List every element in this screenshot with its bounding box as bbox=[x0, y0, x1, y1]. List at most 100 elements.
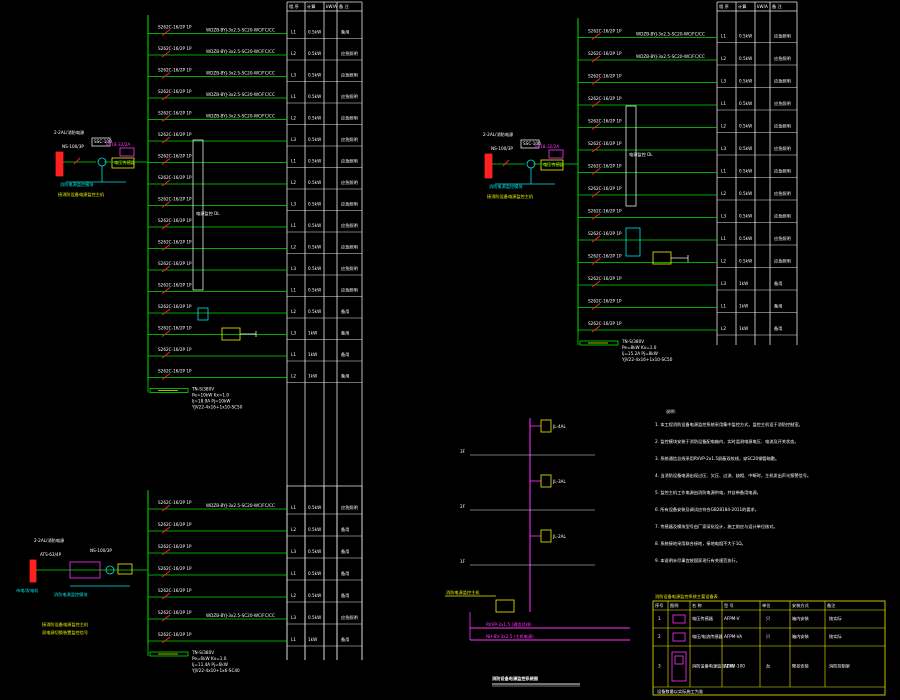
panel_a-incoming-label: 2-2AL/消防电源 bbox=[54, 129, 85, 136]
panel_b-phase-4: L2 bbox=[721, 124, 726, 129]
panel_b-note-12: 备用 bbox=[774, 303, 782, 310]
panel_b-note: 接消防设备电源监控主机 bbox=[487, 193, 534, 200]
panel_a-phase-6: L1 bbox=[291, 159, 296, 164]
panel_c-breaker-mark-3 bbox=[161, 570, 171, 578]
legend-no-0: 1 bbox=[658, 616, 661, 621]
panel_b-breaker-label-10: S262C-16/2P 1P bbox=[588, 254, 622, 259]
panel_b-note-1: 应急照明 bbox=[774, 55, 791, 62]
notes-heading: 说明: bbox=[666, 408, 676, 415]
riser-host-label: 消防电源监控主机 bbox=[446, 589, 480, 596]
panel_b-note-8: 应急照明 bbox=[774, 213, 791, 220]
panel_b-breaker-label-1: S262C-16/2P 1P bbox=[588, 51, 622, 56]
legend-name-2: 消防设备电源监控主机 bbox=[692, 663, 735, 670]
panel_a-phase-15: L1 bbox=[291, 352, 296, 357]
legend-no-1: 2 bbox=[658, 634, 661, 639]
panel_a-breaker-label-7: S262C-16/2P 1P bbox=[158, 175, 192, 180]
panel_a-phase-12: L1 bbox=[291, 288, 296, 293]
panel_a-phase-5: L3 bbox=[291, 137, 296, 142]
panel_a-phase-9: L1 bbox=[291, 223, 296, 228]
panel_b-phase-6: L1 bbox=[721, 169, 726, 174]
panel_a-breaker-mark-11 bbox=[161, 265, 171, 273]
legend-symbol-1 bbox=[672, 632, 686, 642]
panel_a-monitor-label: 消防电源监控模块 bbox=[60, 181, 94, 188]
legend-mount-1: 箱内安装 bbox=[792, 633, 810, 640]
panel_b-spec-2: Ij=15.2A Pj=8kW bbox=[622, 351, 658, 356]
panel_a-breaker-mark-4 bbox=[161, 115, 171, 122]
panel_b-kw-10: 0.5kW bbox=[739, 259, 752, 264]
legend-symbol-0 bbox=[672, 614, 686, 624]
panel_b-breaker-label-4: S262C-16/2P 1P bbox=[588, 119, 622, 124]
panel_b-note-13: 备用 bbox=[774, 325, 782, 332]
panel_a-meter-box bbox=[91, 137, 111, 147]
panel_a-phase-2: L3 bbox=[291, 73, 296, 78]
panel_a-kw-3: 0.5kW bbox=[308, 94, 321, 99]
panel_a-monitor-box-label: 电源监控 DL bbox=[196, 210, 220, 217]
legend-unit-2: 台 bbox=[766, 663, 770, 670]
panel_c-breaker-label-3: S262C-16/2P 1P bbox=[158, 566, 192, 571]
panel_b-note-6: 应急照明 bbox=[774, 168, 791, 175]
notes-item-4: 5. 监控主机工作电源由消防电源供电，并自带备用电源。 bbox=[655, 489, 761, 496]
panel_b-breaker-mark-3 bbox=[591, 100, 601, 108]
panel_a-spec-1: Pe=10kW Kx=1.0 bbox=[192, 393, 229, 398]
riser-box-2 bbox=[540, 529, 552, 543]
notes-item-3: 4. 当消防设备电源出现过压、欠压、过流、缺相、中断时，主机发出声光报警信号。 bbox=[655, 472, 811, 479]
legend-mount-2: 壁挂安装 bbox=[792, 663, 810, 670]
panel_b-breaker-mark-8 bbox=[591, 213, 601, 220]
legend-header-1: 图例 bbox=[670, 602, 678, 609]
panel_b-note-2: 应急照明 bbox=[774, 78, 791, 85]
panel_b-phase-10: L2 bbox=[721, 259, 726, 264]
panel_b-note-0: 应急照明 bbox=[774, 33, 791, 40]
panel_a-note-9: 应急照明 bbox=[341, 222, 358, 229]
legend-header-4: 单位 bbox=[762, 602, 770, 609]
panel_a-breaker-mark-7 bbox=[161, 179, 171, 187]
legend-name-1: 电压/电流传感器 bbox=[692, 633, 724, 640]
panel_a-kw-14: 1kW bbox=[308, 331, 317, 336]
panel_a-spec-3: YJV22-4x16+1x10-SC50 bbox=[191, 405, 243, 410]
riser-floor-1: 2F bbox=[460, 504, 466, 509]
legend-model-1: AFPM-VA bbox=[724, 634, 742, 639]
panel_c-ct-icon bbox=[105, 565, 115, 575]
panel_c-kw-2: 0.5kW bbox=[308, 549, 321, 554]
panel_c-phase-0: L1 bbox=[291, 505, 296, 510]
panel_a-kw-6: 0.5kW bbox=[308, 159, 321, 164]
panel_b-fuse-box bbox=[548, 149, 564, 159]
panel_a-breaker-label-4: S262C-16/2P 1P bbox=[158, 111, 192, 116]
panel_a-breaker-label-2: S262C-16/2P 1P bbox=[158, 68, 192, 73]
legend-note-0: 按实际 bbox=[829, 615, 842, 622]
panel_b-note-7: 应急照明 bbox=[774, 190, 791, 197]
panel_b-kw-0: 0.5kW bbox=[739, 34, 752, 39]
panel_c-note-2: 双电源切换装置监控信号 bbox=[42, 629, 88, 636]
panel_b-ground-module bbox=[625, 227, 641, 257]
panel_c-incoming-red bbox=[29, 559, 37, 583]
panel_a-phase-11: L3 bbox=[291, 266, 296, 271]
panel_c-phase-4: L2 bbox=[291, 593, 296, 598]
panel_a-kw-13: 0.5kW bbox=[308, 309, 321, 314]
panel_a-col-header-0: 相 序 bbox=[289, 3, 299, 10]
panel_a-breaker-mark-3 bbox=[161, 93, 171, 101]
panel_c-kw-5: 0.5kW bbox=[308, 615, 321, 620]
panel_a-breaker-mark-10 bbox=[161, 244, 171, 251]
panel_b-kw-11: 1kW bbox=[739, 281, 748, 286]
panel_a-phase-14: L3 bbox=[291, 331, 296, 336]
notes-item-1: 2. 监控模块安装于消防设备配电箱内，实时监测电源电压、电流及开关状态。 bbox=[655, 438, 799, 445]
panel_b-phase-7: L2 bbox=[721, 191, 726, 196]
panel_a-note-16: 备用 bbox=[341, 373, 349, 380]
panel_a-note-2: 应急照明 bbox=[341, 72, 358, 79]
panel_c-note-4: 备用 bbox=[341, 592, 349, 599]
legend-no-2: 3 bbox=[658, 664, 661, 669]
panel_b-note-9: 应急照明 bbox=[774, 235, 791, 242]
panel_b-phase-9: L1 bbox=[721, 236, 726, 241]
panel_a-breaker-label-11: S262C-16/2P 1P bbox=[158, 261, 192, 266]
panel_a-note-4: 应急照明 bbox=[341, 115, 358, 122]
panel_a-breaker-mark-9 bbox=[161, 222, 171, 230]
panel_a-breaker-mark-16 bbox=[161, 373, 171, 380]
panel_c-breaker-main: NS-100/3P bbox=[90, 548, 112, 553]
panel_a-breaker-mark-0 bbox=[161, 29, 171, 36]
panel_a-col-header-1: 计算 bbox=[307, 3, 315, 10]
panel_b-monitor-box bbox=[625, 105, 637, 207]
panel_a-kw-8: 0.5kW bbox=[308, 202, 321, 207]
panel_b-note-11: 备用 bbox=[774, 280, 782, 287]
panel_c-note-5: 应急照明 bbox=[341, 614, 358, 621]
riser-box-0 bbox=[540, 419, 552, 433]
panel_c-source-label: 市电/发电机 bbox=[16, 587, 39, 594]
